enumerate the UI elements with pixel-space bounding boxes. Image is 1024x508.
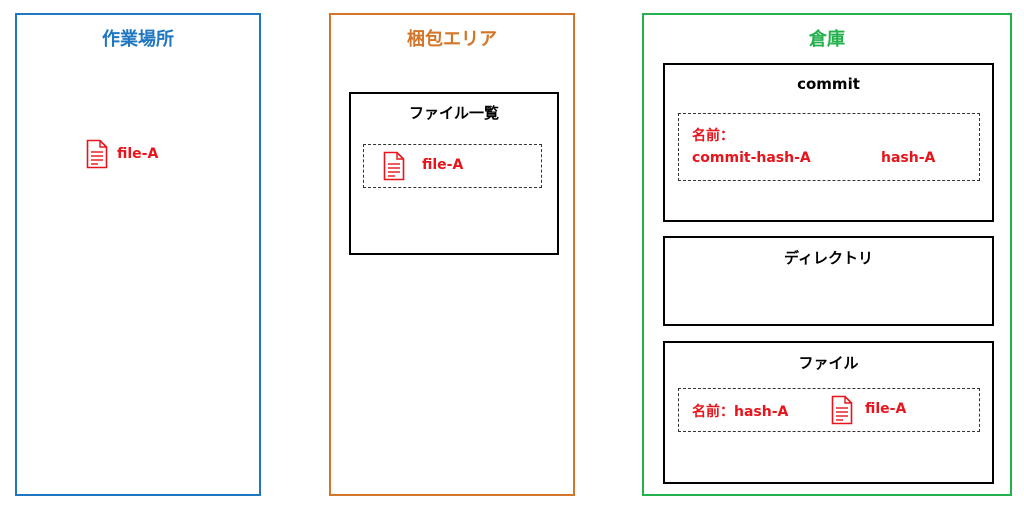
document-icon (383, 151, 405, 181)
file-list-box: ファイル一覧 file-A (349, 92, 559, 255)
directory-title: ディレクトリ (784, 249, 873, 267)
file-list-title: ファイル一覧 (408, 104, 499, 122)
file-box: ファイル 名前：hash-A file-A (663, 341, 994, 484)
document-icon (86, 139, 108, 169)
workspace-title: 作業場所 (102, 29, 174, 50)
file-entry: 名前：hash-A file-A (678, 388, 980, 432)
workspace-panel: 作業場所 file-A (15, 13, 261, 496)
commit-name-value: commit-hash-A (692, 150, 811, 166)
repository-panel: 倉庫 commit 名前： commit-hash-A hash-A ディレクト… (642, 13, 1012, 496)
staging-panel: 梱包エリア ファイル一覧 file-A (329, 13, 575, 496)
commit-title: commit (797, 75, 860, 93)
commit-name-label: 名前： (692, 128, 734, 144)
commit-entry: 名前： commit-hash-A hash-A (678, 113, 980, 181)
repository-title: 倉庫 (809, 29, 845, 50)
commit-hash: hash-A (881, 150, 936, 166)
directory-box: ディレクトリ (663, 236, 994, 326)
staging-title: 梱包エリア (407, 29, 497, 50)
file-list-entry: file-A (363, 144, 542, 188)
document-icon (831, 395, 853, 425)
commit-box: commit 名前： commit-hash-A hash-A (663, 63, 994, 222)
file-list-entry-name: file-A (422, 157, 464, 173)
file-box-title: ファイル (798, 354, 859, 372)
workspace-file-name: file-A (117, 146, 159, 162)
file-entry-name: file-A (865, 401, 907, 417)
file-name-label: 名前：hash-A (692, 404, 789, 420)
